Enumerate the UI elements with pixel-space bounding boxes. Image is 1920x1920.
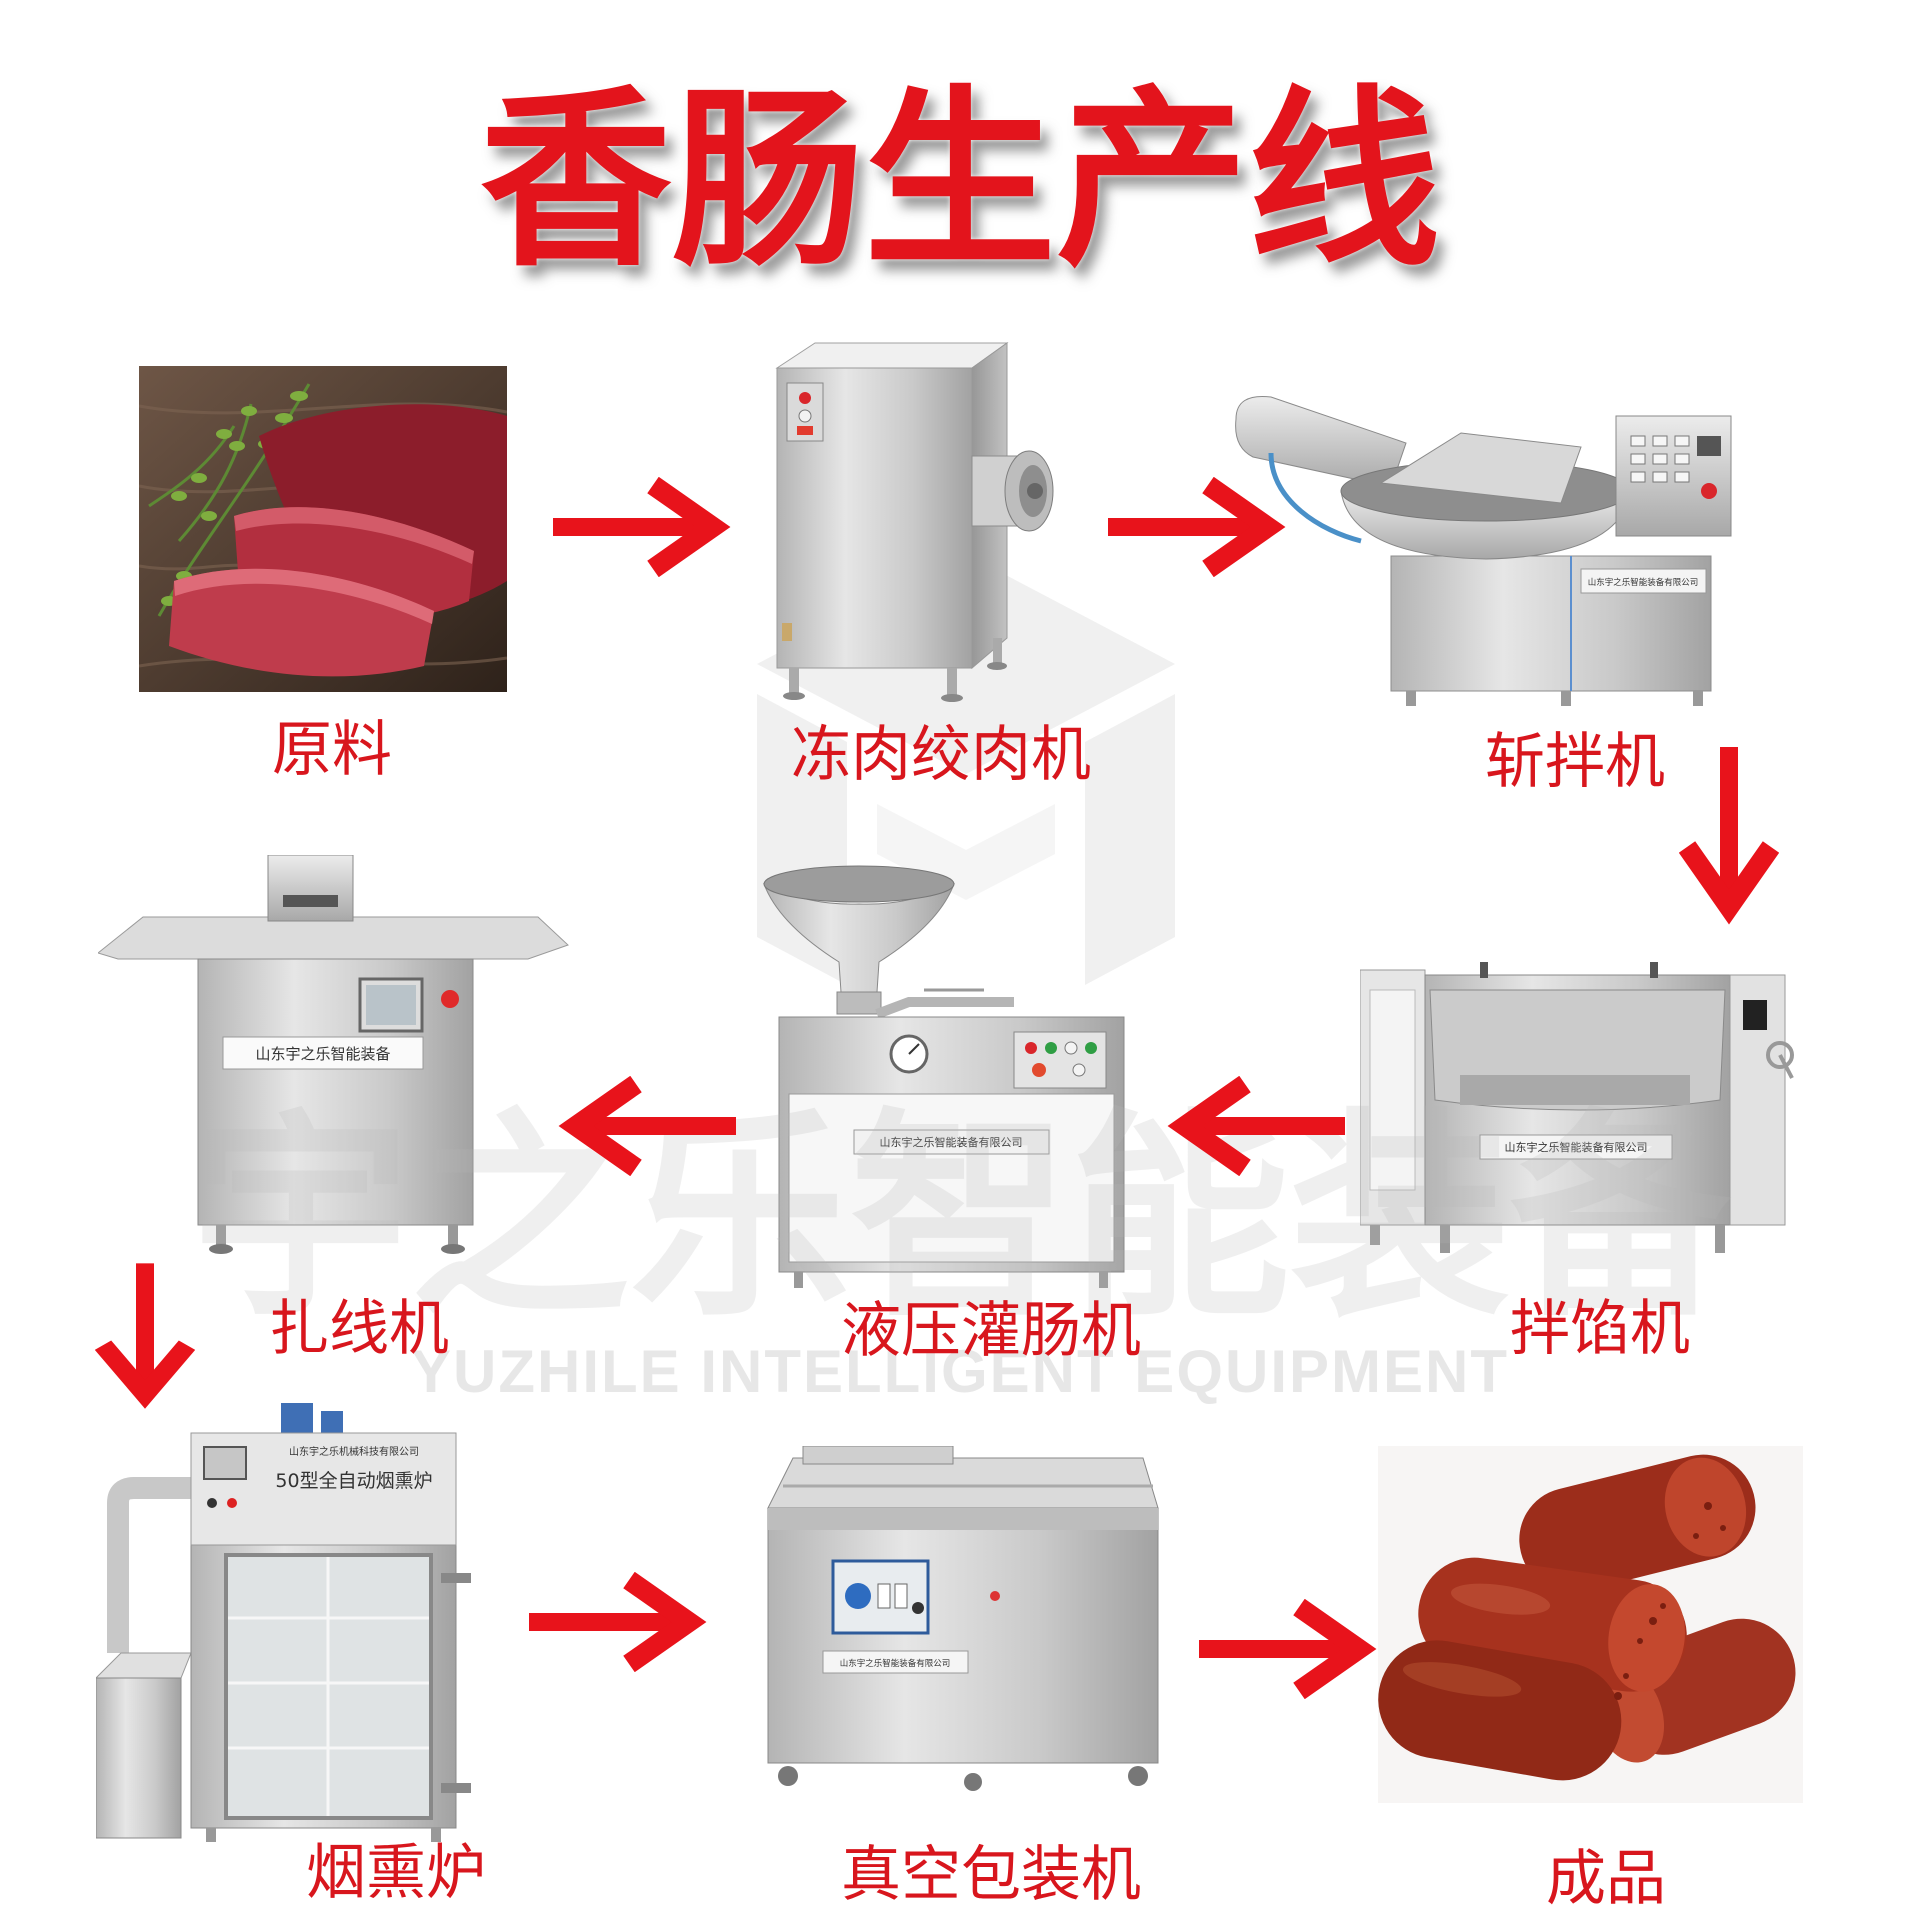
flow-arrow-tying-to-smoker: [94, 1263, 196, 1411]
flow-arrow-mixer-to-filler: [1165, 1075, 1345, 1177]
flow-arrow-filler-to-tying: [556, 1075, 736, 1177]
flow-arrow-smoker-to-vacuum: [529, 1571, 709, 1673]
sausage-tying-machine-photo: 山东宇之乐智能装备: [98, 855, 572, 1262]
filler-nameplate: 山东宇之乐智能装备有限公司: [880, 1135, 1023, 1149]
finished-sausage-photo: [1378, 1446, 1803, 1803]
step-label-raw-material: 原料: [272, 715, 392, 785]
flow-arrow-vacuum-to-product: [1199, 1598, 1379, 1700]
chopper-nameplate: 山东宇之乐智能装备有限公司: [1588, 577, 1699, 588]
step-label-bowl-chopper: 斩拌机: [1485, 727, 1665, 797]
step-label-stuffing-mixer: 拌馅机: [1510, 1294, 1690, 1364]
flow-arrow-raw-to-grinder: [553, 476, 733, 578]
stuffing-mixer-photo: 山东宇之乐智能装备有限公司: [1360, 960, 1797, 1262]
step-label-hydraulic-filler: 液压灌肠机: [841, 1296, 1141, 1366]
hydraulic-sausage-filler-photo: 山东宇之乐智能装备有限公司: [759, 862, 1138, 1292]
flow-arrow-chopper-to-mixer: [1678, 747, 1780, 927]
mixer-nameplate: 山东宇之乐智能装备有限公司: [1505, 1140, 1648, 1154]
frozen-meat-grinder-photo: [757, 338, 1071, 714]
raw-meat-photo: [139, 366, 507, 692]
step-label-frozen-meat-grinder: 冻肉绞肉机: [791, 720, 1091, 790]
diagram-title: 香肠生产线: [480, 70, 1440, 293]
tying-machine-nameplate: 山东宇之乐智能装备: [255, 1045, 390, 1063]
step-label-finished-product: 成品: [1546, 1844, 1666, 1914]
bowl-chopper-photo: 山东宇之乐智能装备有限公司: [1231, 391, 1748, 714]
smoker-company-plate: 山东宇之乐机械科技有限公司: [289, 1445, 419, 1458]
vacuum-nameplate: 山东宇之乐智能装备有限公司: [840, 1658, 951, 1669]
vacuum-packing-machine-photo: 山东宇之乐智能装备有限公司: [763, 1446, 1163, 1797]
smoker-model-plate: 50型全自动烟熏炉: [275, 1470, 432, 1492]
step-label-smoke-oven: 烟熏炉: [306, 1838, 486, 1908]
step-label-tying-machine: 扎线机: [269, 1294, 449, 1364]
smoke-oven-photo: 山东宇之乐机械科技有限公司 50型全自动烟熏炉: [96, 1403, 505, 1846]
flow-arrow-grinder-to-chopper: [1108, 476, 1288, 578]
step-label-vacuum-packer: 真空包装机: [841, 1840, 1141, 1910]
